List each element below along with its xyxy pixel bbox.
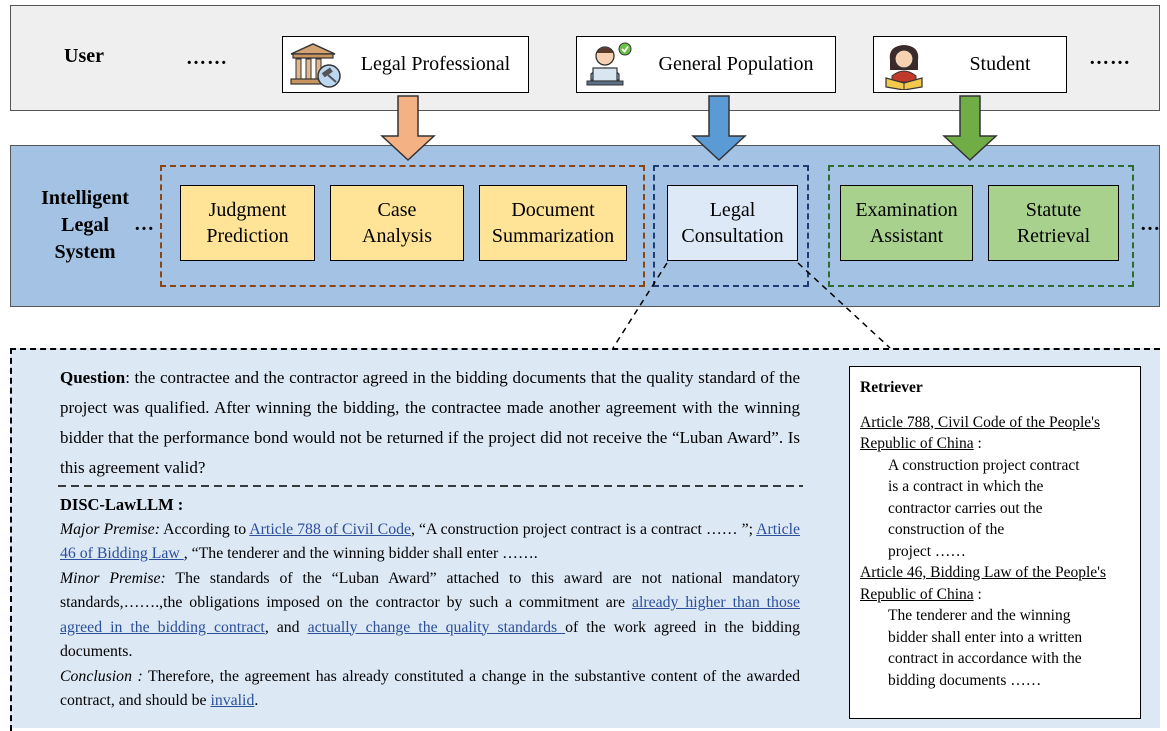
- answer-text: , and: [264, 618, 308, 636]
- retriever-line: A construction project contract: [888, 456, 1080, 474]
- minor-premise: Minor Premise: The standards of the “Lub…: [60, 567, 800, 665]
- user-legal-professional-label: Legal Professional: [360, 53, 511, 75]
- retriever-article-46-text: The tenderer and the winning bidder shal…: [860, 605, 1130, 691]
- user-legal-professional: Legal Professional: [282, 36, 529, 93]
- link-article-788[interactable]: Article 788 of Civil Code: [249, 520, 412, 538]
- retriever-line: bidding documents ……: [888, 671, 1042, 689]
- retriever-line: is a contract in which the: [888, 478, 1044, 495]
- population-task-group: [653, 165, 809, 287]
- question-block: Question: the contractee and the contrac…: [60, 363, 800, 483]
- student-reading-icon: [885, 44, 923, 90]
- task-line: Legal: [709, 199, 756, 221]
- minor-premise-label: Minor Premise:: [60, 569, 166, 587]
- system-label-line-2: Legal: [61, 214, 109, 236]
- answer-text: , “A construction project contract is a …: [411, 520, 757, 538]
- retriever-colon: :: [973, 585, 982, 603]
- system-label-line-1: Intelligent: [41, 187, 129, 209]
- question-answer-divider: [58, 485, 803, 487]
- task-line: Prediction: [206, 225, 289, 247]
- retriever-article-788: Article 788, Civil Code of the People's …: [860, 412, 1130, 455]
- retriever-article-788-text: A construction project contract is a con…: [860, 455, 1130, 563]
- user-general-population: General Population: [576, 36, 836, 93]
- professional-task-group: [160, 165, 645, 287]
- task-line: Summarization: [491, 225, 615, 247]
- retriever-article-788-title[interactable]: Article 788, Civil Code of the People's …: [860, 413, 1100, 453]
- retriever-line: contractor carries out the: [888, 499, 1043, 517]
- link-article-46[interactable]: Article 46 of Bidding Law: [60, 520, 800, 563]
- retriever-title: Retriever: [860, 379, 923, 396]
- user-ellipsis-right: ……: [1089, 47, 1131, 69]
- answer-text: .: [254, 692, 259, 709]
- task-line: Consultation: [681, 225, 784, 247]
- conclusion-label: Conclusion :: [60, 667, 143, 685]
- person-laptop-icon: [586, 42, 632, 85]
- answer-text: , “The tenderer and the winning bidder s…: [183, 545, 538, 562]
- conclusion: Conclusion : Therefore, the agreement ha…: [60, 665, 800, 714]
- task-line: Statute: [1025, 199, 1082, 221]
- task-line: Examination: [855, 199, 958, 221]
- answer-text: of the work agreed in the bidding docume…: [60, 618, 800, 661]
- answer-block: DISC-LawLLM : Major Premise: According t…: [60, 493, 800, 714]
- answer-title: DISC-LawLLM :: [60, 495, 184, 514]
- retriever-line: The tenderer and the winning: [888, 607, 1071, 624]
- link-invalid[interactable]: invalid: [210, 692, 255, 709]
- retriever-line: bidder shall enter into a written: [888, 628, 1083, 646]
- question-text: : the contractee and the contractor agre…: [60, 368, 800, 477]
- task-line: Case: [377, 199, 417, 221]
- system-ellipsis-left: …: [134, 213, 155, 235]
- link-higher-standards[interactable]: already higher than those agreed in the …: [60, 594, 800, 636]
- retriever-line: contract in accordance with the: [888, 650, 1082, 667]
- user-band-label: User: [64, 45, 104, 67]
- question-label: Question: [60, 368, 126, 387]
- major-premise-label: Major Premise:: [60, 520, 160, 538]
- system-ellipsis-right: …: [1140, 213, 1161, 235]
- retriever-article-46: Article 46, Bidding Law of the People's …: [860, 562, 1130, 605]
- task-line: Analysis: [362, 225, 432, 247]
- user-ellipsis-left: ……: [186, 47, 228, 69]
- courthouse-gavel-icon: [290, 42, 341, 88]
- task-line: Assistant: [869, 225, 944, 247]
- student-task-group: [828, 165, 1134, 287]
- task-line: Document: [511, 199, 595, 221]
- major-premise: Major Premise: According to Article 788 …: [60, 518, 800, 567]
- detail-panel-border: [10, 348, 1160, 731]
- user-general-population-label: General Population: [658, 53, 814, 75]
- system-band-label: Intelligent Legal System: [30, 185, 140, 266]
- retriever-line: project ……: [888, 542, 966, 560]
- retriever-colon: :: [973, 435, 982, 452]
- task-line: Retrieval: [1016, 225, 1091, 247]
- retriever-line: construction of the: [888, 521, 1005, 538]
- user-student-label: Student: [969, 53, 1031, 75]
- answer-text: According to: [159, 520, 250, 538]
- answer-text: The standards of the “Luban Award” attac…: [60, 569, 800, 612]
- answer-text: Therefore, the agreement has already con…: [60, 667, 800, 710]
- task-line: Judgment: [208, 199, 287, 221]
- user-student: Student: [873, 36, 1067, 93]
- system-label-line-3: System: [54, 241, 116, 263]
- retriever-panel: Retriever Article 788, Civil Code of the…: [849, 366, 1141, 719]
- link-change-quality[interactable]: actually change the quality standards: [307, 618, 566, 636]
- retriever-article-46-title[interactable]: Article 46, Bidding Law of the People's …: [860, 564, 1107, 603]
